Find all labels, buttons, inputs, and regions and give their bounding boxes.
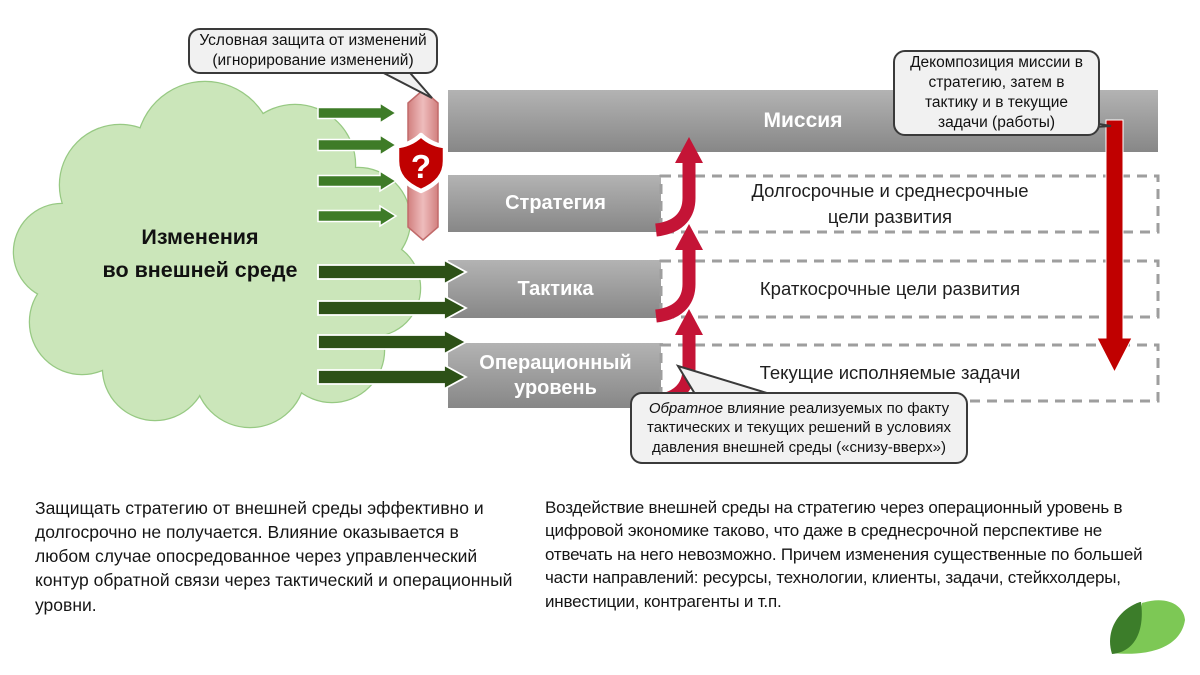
goal-short-term-label: Краткосрочные цели развития: [759, 278, 1021, 300]
paragraph-left: Защищать стратегию от внешней среды эффе…: [35, 498, 513, 615]
paragraph-right: Воздействие внешней среды на стратегию ч…: [545, 498, 1143, 611]
decomposition-arrow: [1096, 119, 1133, 374]
strategy-label: Стратегия: [505, 192, 606, 214]
callout-feedback-text: Обратное влияние реализуемых по факту та…: [647, 399, 951, 457]
callout-decomposition-text: Декомпозиция миссии в стратегию, затем в…: [910, 54, 1083, 131]
protection-strip: [407, 89, 439, 241]
callout-protection: Условная защита от изменений (игнорирова…: [188, 28, 438, 74]
shield-question-icon: ?: [394, 132, 448, 194]
blocked-change-arrows: [317, 101, 398, 228]
goal-long-term-label: Долгосрочные и среднесрочные цели развит…: [751, 180, 1029, 227]
shield-question-mark: ?: [411, 148, 431, 185]
operational-bar: Операционный уровень: [448, 343, 663, 408]
callout-feedback: Обратное влияние реализуемых по факту та…: [630, 392, 968, 464]
tactics-bar: Тактика: [448, 260, 663, 318]
callout-protection-text: Условная защита от изменений (игнорирова…: [199, 32, 427, 69]
cloud-label: Изменения во внешней среде: [102, 225, 298, 282]
operational-label: Операционный уровень: [479, 351, 632, 399]
tactics-label: Тактика: [517, 277, 594, 300]
callout-decomposition: Декомпозиция миссии в стратегию, затем в…: [893, 50, 1100, 136]
mission-label: Миссия: [763, 109, 843, 132]
callout-feedback-rest: влияние реализуемых по факту тактических…: [647, 400, 951, 456]
strategy-bar: Стратегия: [448, 175, 663, 232]
callout-feedback-italic: Обратное: [648, 400, 724, 418]
